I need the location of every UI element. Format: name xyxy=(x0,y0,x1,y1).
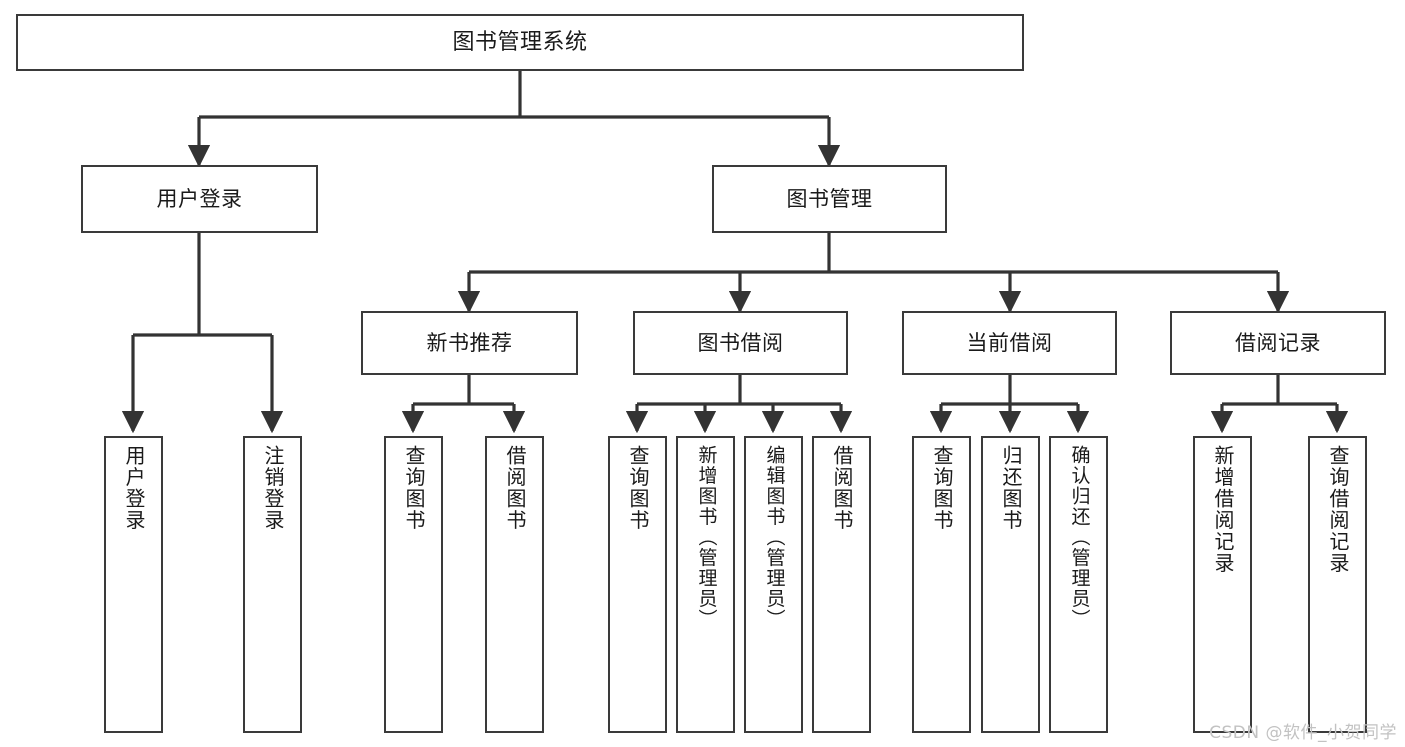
node-root-system[interactable]: 图书管理系统 xyxy=(16,14,1024,71)
node-label: 确认归还（管理员） xyxy=(1068,445,1091,630)
node-leaf-book-borrow-edit[interactable]: 编辑图书（管理员） xyxy=(744,436,803,733)
node-label: 查询图书 xyxy=(626,445,650,531)
node-label: 用户登录 xyxy=(156,186,243,211)
node-label: 归还图书 xyxy=(999,445,1023,531)
node-label: 图书借阅 xyxy=(697,330,784,355)
csdn-watermark: CSDN @软件_小贺同学 xyxy=(1209,723,1397,743)
node-leaf-new-book-query[interactable]: 查询图书 xyxy=(384,436,443,733)
node-leaf-current-borrow-confirm[interactable]: 确认归还（管理员） xyxy=(1049,436,1108,733)
node-label: 查询借阅记录 xyxy=(1326,445,1350,574)
node-label: 借阅记录 xyxy=(1235,330,1321,355)
node-label: 借阅图书 xyxy=(830,445,854,531)
node-leaf-current-borrow-return[interactable]: 归还图书 xyxy=(981,436,1040,733)
node-leaf-book-borrow-query[interactable]: 查询图书 xyxy=(608,436,667,733)
node-label: 新增借阅记录 xyxy=(1211,445,1235,574)
node-book-manage[interactable]: 图书管理 xyxy=(712,165,947,233)
node-book-borrow[interactable]: 图书借阅 xyxy=(633,311,848,375)
node-leaf-user-login-logout[interactable]: 注销登录 xyxy=(243,436,302,733)
node-leaf-borrow-record-add[interactable]: 新增借阅记录 xyxy=(1193,436,1252,733)
node-label: 借阅图书 xyxy=(503,445,527,531)
node-label: 注销登录 xyxy=(261,445,285,531)
node-label: 用户登录 xyxy=(122,445,146,531)
node-label: 当前借阅 xyxy=(966,330,1053,355)
node-label: 查询图书 xyxy=(402,445,426,531)
node-label: 查询图书 xyxy=(930,445,954,531)
node-label: 新增图书（管理员） xyxy=(695,445,718,630)
node-borrow-record[interactable]: 借阅记录 xyxy=(1170,311,1386,375)
node-label: 图书管理系统 xyxy=(452,29,588,55)
node-current-borrow[interactable]: 当前借阅 xyxy=(902,311,1117,375)
node-label: 编辑图书（管理员） xyxy=(763,445,786,630)
node-label: 新书推荐 xyxy=(426,330,513,355)
node-leaf-new-book-borrow[interactable]: 借阅图书 xyxy=(485,436,544,733)
node-user-login[interactable]: 用户登录 xyxy=(81,165,318,233)
node-leaf-borrow-record-query[interactable]: 查询借阅记录 xyxy=(1308,436,1367,733)
node-leaf-book-borrow-add[interactable]: 新增图书（管理员） xyxy=(676,436,735,733)
node-new-book-recommend[interactable]: 新书推荐 xyxy=(361,311,578,375)
node-leaf-current-borrow-query[interactable]: 查询图书 xyxy=(912,436,971,733)
node-label: 图书管理 xyxy=(786,186,873,211)
node-leaf-user-login-login[interactable]: 用户登录 xyxy=(104,436,163,733)
node-leaf-book-borrow-borrow[interactable]: 借阅图书 xyxy=(812,436,871,733)
